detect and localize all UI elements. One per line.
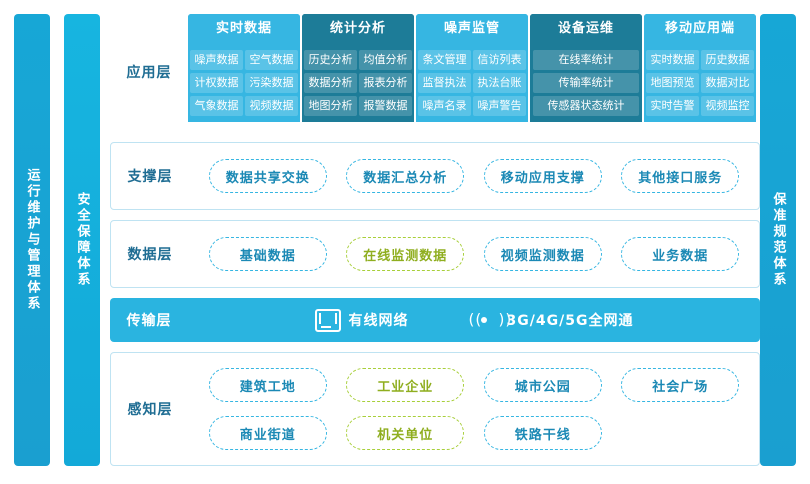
app-column-1: 实时数据噪声数据空气数据计权数据污染数据气象数据视频数据: [188, 14, 300, 122]
app-column-title: 噪声监管: [416, 14, 528, 44]
transmission-layer-row: 传输层 有线网络 (())3G/4G/5G全网通: [110, 298, 760, 342]
sidebar-standards-specification: 保准规范体系: [760, 14, 796, 466]
sidebar-security-assurance-label: 安全保障体系: [74, 192, 90, 288]
app-column-title: 移动应用端: [644, 14, 756, 44]
sidebar-security-assurance: 安全保障体系: [64, 14, 100, 466]
transmission-layer-label: 传输层: [126, 313, 172, 329]
data-layer-row: 数据层 基础数据在线监测数据视频监测数据业务数据: [110, 220, 760, 288]
sense-item[interactable]: 机关单位: [346, 416, 465, 450]
app-column-items: 条文管理信访列表监督执法执法台账噪声名录噪声警告: [416, 44, 528, 122]
app-item[interactable]: 历史数据: [701, 50, 754, 70]
data-item[interactable]: 视频监测数据: [483, 237, 602, 271]
sense-item[interactable]: 社会广场: [621, 368, 740, 402]
app-item[interactable]: 噪声数据: [190, 50, 243, 70]
app-item[interactable]: 实时数据: [646, 50, 699, 70]
support-item[interactable]: 移动应用支撑: [483, 159, 602, 193]
data-layer-content: 基础数据在线监测数据视频监测数据业务数据: [189, 221, 759, 287]
app-column-title: 统计分析: [302, 14, 414, 44]
app-item[interactable]: 噪声名录: [418, 96, 471, 116]
app-item[interactable]: 计权数据: [190, 73, 243, 93]
app-column-3: 噪声监管条文管理信访列表监督执法执法台账噪声名录噪声警告: [416, 14, 528, 122]
app-item[interactable]: 污染数据: [245, 73, 298, 93]
app-column-5: 移动应用端实时数据历史数据地图预览数据对比实时告警视频监控: [644, 14, 756, 122]
support-item[interactable]: 数据共享交换: [208, 159, 327, 193]
application-layer-label: 应用层: [126, 65, 172, 81]
app-item[interactable]: 实时告警: [646, 96, 699, 116]
sense-layer-row: 感知层 建筑工地工业企业城市公园社会广场商业街道机关单位铁路干线: [110, 352, 760, 466]
app-item[interactable]: 数据对比: [701, 73, 754, 93]
app-column-title: 设备运维: [530, 14, 642, 44]
app-item[interactable]: 视频数据: [245, 96, 298, 116]
support-layer-label: 支撑层: [127, 169, 173, 185]
app-column-2: 统计分析历史分析均值分析数据分析报表分析地图分析报警数据: [302, 14, 414, 122]
transmission-item-label: 有线网络: [348, 313, 409, 329]
app-item[interactable]: 地图分析: [304, 96, 357, 116]
app-item[interactable]: 条文管理: [418, 50, 471, 70]
sense-layer-content: 建筑工地工业企业城市公园社会广场商业街道机关单位铁路干线: [189, 353, 759, 465]
application-layer-columns: 实时数据噪声数据空气数据计权数据污染数据气象数据视频数据统计分析历史分析均值分析…: [188, 14, 756, 122]
sense-row: 商业街道机关单位铁路干线: [199, 416, 749, 450]
support-layer-content: 数据共享交换数据汇总分析移动应用支撑其他接口服务: [189, 143, 759, 209]
sense-item[interactable]: 工业企业: [346, 368, 465, 402]
sense-layer-label: 感知层: [127, 402, 173, 418]
app-item[interactable]: 传感器状态统计: [533, 96, 639, 116]
transmission-layer-items: 有线网络 (())3G/4G/5G全网通: [188, 298, 760, 342]
app-item[interactable]: 传输率统计: [533, 73, 639, 93]
app-item[interactable]: 执法台账: [473, 73, 526, 93]
sense-row-spacer: [621, 416, 739, 450]
layers-stack: 应用层 实时数据噪声数据空气数据计权数据污染数据气象数据视频数据统计分析历史分析…: [110, 14, 760, 466]
sense-layer-items: 建筑工地工业企业城市公园社会广场商业街道机关单位铁路干线: [189, 353, 759, 465]
wireless-signal-icon: (()): [468, 310, 513, 329]
data-layer-items: 基础数据在线监测数据视频监测数据业务数据: [189, 221, 759, 287]
sense-item[interactable]: 商业街道: [208, 416, 327, 450]
support-item[interactable]: 其他接口服务: [621, 159, 740, 193]
data-layer-label: 数据层: [127, 247, 173, 263]
app-column-items: 历史分析均值分析数据分析报表分析地图分析报警数据: [302, 44, 414, 122]
app-item[interactable]: 在线率统计: [533, 50, 639, 70]
app-item[interactable]: 历史分析: [304, 50, 357, 70]
app-item[interactable]: 监督执法: [418, 73, 471, 93]
support-item[interactable]: 数据汇总分析: [346, 159, 465, 193]
app-item[interactable]: 报警数据: [359, 96, 412, 116]
sidebar-operations-maintenance: 运行维护与管理体系: [14, 14, 50, 466]
support-layer-items: 数据共享交换数据汇总分析移动应用支撑其他接口服务: [189, 143, 759, 209]
transmission-item: (())3G/4G/5G全网通: [469, 310, 634, 330]
app-item[interactable]: 信访列表: [473, 50, 526, 70]
app-item[interactable]: 气象数据: [190, 96, 243, 116]
app-item[interactable]: 视频监控: [701, 96, 754, 116]
app-item[interactable]: 空气数据: [245, 50, 298, 70]
app-item[interactable]: 报表分析: [359, 73, 412, 93]
app-item[interactable]: 地图预览: [646, 73, 699, 93]
data-item[interactable]: 业务数据: [621, 237, 740, 271]
support-layer-row: 支撑层 数据共享交换数据汇总分析移动应用支撑其他接口服务: [110, 142, 760, 210]
app-column-title: 实时数据: [188, 14, 300, 44]
application-layer-row: 应用层 实时数据噪声数据空气数据计权数据污染数据气象数据视频数据统计分析历史分析…: [110, 14, 760, 130]
transmission-item: 有线网络: [314, 308, 409, 332]
sense-item[interactable]: 铁路干线: [483, 416, 602, 450]
data-item[interactable]: 基础数据: [208, 237, 327, 271]
app-column-items: 噪声数据空气数据计权数据污染数据气象数据视频数据: [188, 44, 300, 122]
sidebar-standards-specification-label: 保准规范体系: [770, 192, 786, 288]
app-item[interactable]: 数据分析: [304, 73, 357, 93]
sense-row: 建筑工地工业企业城市公园社会广场: [199, 368, 749, 402]
app-item[interactable]: 均值分析: [359, 50, 412, 70]
app-column-items: 实时数据历史数据地图预览数据对比实时告警视频监控: [644, 44, 756, 122]
wired-network-icon: [314, 308, 341, 332]
sidebar-operations-maintenance-label: 运行维护与管理体系: [24, 168, 40, 312]
transmission-item-label: 3G/4G/5G全网通: [506, 313, 634, 329]
app-column-items: 在线率统计传输率统计传感器状态统计: [530, 44, 642, 122]
sense-item[interactable]: 城市公园: [483, 368, 602, 402]
app-column-4: 设备运维在线率统计传输率统计传感器状态统计: [530, 14, 642, 122]
app-item[interactable]: 噪声警告: [473, 96, 526, 116]
data-item[interactable]: 在线监测数据: [346, 237, 465, 271]
sense-item[interactable]: 建筑工地: [208, 368, 327, 402]
